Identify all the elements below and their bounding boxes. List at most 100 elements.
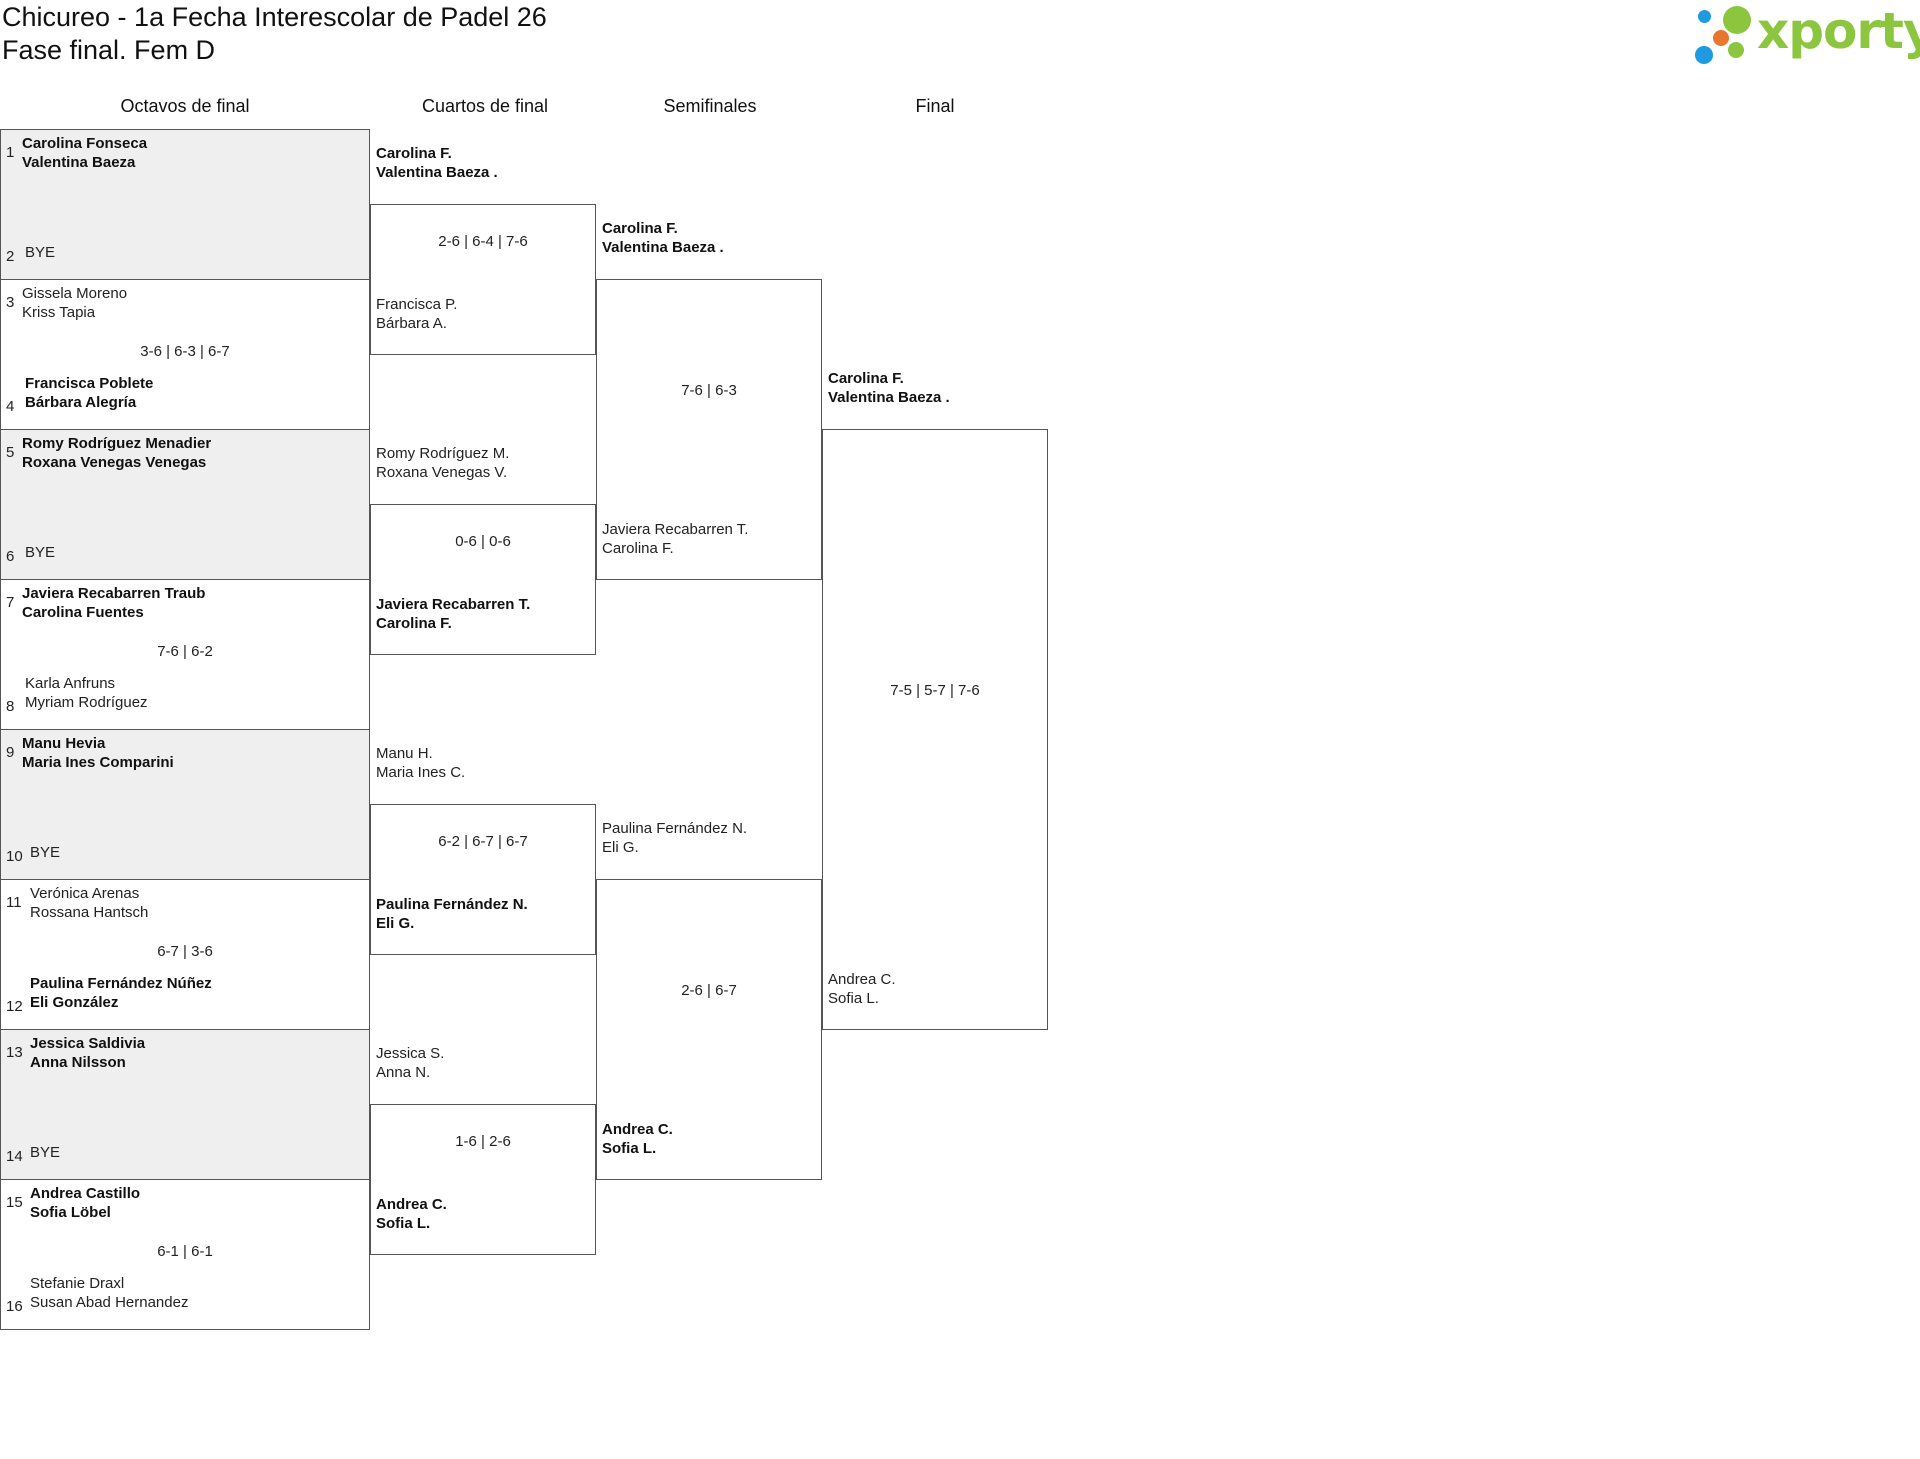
match-score: 0-6 | 0-6 (455, 533, 511, 550)
team-entry: Javiera Recabarren T. (376, 596, 531, 613)
team-entry: Andrea C. (828, 971, 896, 988)
team-entry: Carolina F. (376, 615, 452, 632)
seed-number: 9 (6, 744, 15, 761)
match-box-octavos (0, 429, 370, 580)
team-entry: Romy Rodríguez Menadier (22, 435, 212, 452)
logo-dot-blue (1695, 46, 1713, 64)
match-score: 2-6 | 6-7 (681, 982, 737, 999)
seed-number: 11 (6, 894, 22, 911)
match-score: 3-6 | 6-3 | 6-7 (140, 343, 230, 360)
team-entry: Roxana Venegas Venegas (22, 454, 207, 471)
brand-name: xporty (1757, 2, 1920, 60)
team-entry: Myriam Rodríguez (25, 694, 148, 711)
logo-dot-green (1723, 6, 1751, 34)
team-entry: Eli González (30, 994, 119, 1011)
team-entry: Andrea C. (602, 1121, 673, 1138)
team-entry: Valentina Baeza . (602, 239, 724, 256)
logo-dot-blue-small (1698, 10, 1711, 23)
team-entry: Gissela Moreno (22, 285, 128, 302)
match-box-octavos (0, 1179, 370, 1330)
team-entry: Maria Ines Comparini (22, 754, 174, 771)
team-entry: Carolina F. (602, 540, 674, 557)
team-entry: Verónica Arenas (30, 885, 140, 902)
team-entry: Susan Abad Hernandez (30, 1294, 189, 1311)
match-score: 6-1 | 6-1 (157, 1243, 213, 1260)
page-subtitle: Fase final. Fem D (2, 35, 216, 65)
match-score: 1-6 | 2-6 (455, 1133, 511, 1150)
team-entry: Andrea Castillo (30, 1185, 141, 1202)
team-entry: Sofia L. (602, 1140, 657, 1157)
bye-label: BYE (25, 544, 56, 561)
match-box-octavos (0, 729, 370, 880)
team-entry: Javiera Recabarren T. (602, 521, 749, 538)
seed-number: 8 (6, 698, 15, 715)
seed-number: 13 (6, 1044, 23, 1061)
seed-number: 14 (6, 1148, 23, 1165)
team-entry: Francisca Poblete (25, 375, 154, 392)
seed-number: 10 (6, 848, 23, 865)
round-header-cuartos: Cuartos de final (421, 96, 549, 116)
logo-dot-green-small (1728, 42, 1744, 58)
team-entry: Paulina Fernández Núñez (30, 975, 212, 992)
team-entry: Valentina Baeza (22, 154, 136, 171)
team-entry: Bárbara A. (376, 315, 447, 332)
bye-label: BYE (30, 844, 61, 861)
team-entry: Stefanie Draxl (30, 1275, 125, 1292)
team-entry: Jessica S. (376, 1045, 445, 1062)
round-header-semis: Semifinales (663, 96, 757, 116)
team-entry: Karla Anfruns (25, 675, 116, 692)
bye-label: BYE (25, 244, 56, 261)
team-entry: Paulina Fernández N. (602, 820, 748, 837)
seed-number: 5 (6, 444, 15, 461)
match-score: 7-6 | 6-3 (681, 382, 737, 399)
match-score: 7-5 | 5-7 | 7-6 (890, 682, 980, 699)
team-entry: Paulina Fernández N. (376, 896, 528, 913)
team-entry: Jessica Saldivia (30, 1035, 146, 1052)
team-entry: Carolina F. (376, 145, 452, 162)
match-box-final (822, 429, 1048, 1030)
match-box-cuartos (370, 1104, 596, 1255)
team-entry: Eli G. (602, 839, 639, 856)
seed-number: 6 (6, 548, 15, 565)
team-entry: Anna N. (376, 1064, 431, 1081)
team-entry: Manu H. (376, 745, 433, 762)
seed-number: 1 (6, 144, 15, 161)
seed-number: 3 (6, 294, 15, 311)
team-entry: Anna Nilsson (30, 1054, 126, 1071)
team-entry: Carolina Fonseca (22, 135, 148, 152)
team-entry: Kriss Tapia (22, 304, 96, 321)
match-box-cuartos (370, 804, 596, 955)
seed-number: 4 (6, 398, 15, 415)
team-entry: Francisca P. (376, 296, 458, 313)
team-entry: Rossana Hantsch (30, 904, 149, 921)
round-header-octavos: Octavos de final (120, 96, 250, 116)
team-entry: Romy Rodríguez M. (376, 445, 510, 462)
team-entry: Bárbara Alegría (25, 394, 137, 411)
team-entry: Eli G. (376, 915, 415, 932)
match-score: 6-2 | 6-7 | 6-7 (438, 833, 528, 850)
team-entry: Roxana Venegas V. (376, 464, 508, 481)
bye-label: BYE (30, 1144, 61, 1161)
team-entry: Sofia L. (828, 990, 879, 1007)
seed-number: 15 (6, 1194, 23, 1211)
team-entry: Maria Ines C. (376, 764, 466, 781)
match-box-octavos (0, 129, 370, 280)
match-box-cuartos (370, 204, 596, 355)
team-entry: Carolina F. (602, 220, 678, 237)
team-entry: Valentina Baeza . (376, 164, 498, 181)
match-score: 6-7 | 3-6 (157, 943, 213, 960)
team-entry: Carolina Fuentes (22, 604, 144, 621)
match-box-cuartos (370, 504, 596, 655)
team-entry: Valentina Baeza . (828, 389, 950, 406)
match-box-octavos (0, 1029, 370, 1180)
page-title: Chicureo - 1a Fecha Interescolar de Pade… (2, 2, 547, 32)
seed-number: 12 (6, 998, 23, 1015)
match-score: 2-6 | 6-4 | 7-6 (438, 233, 528, 250)
xporty-logo: xporty (1695, 2, 1920, 68)
seed-number: 2 (6, 248, 15, 265)
seed-number: 7 (6, 594, 15, 611)
team-entry: Sofia L. (376, 1215, 431, 1232)
team-entry: Andrea C. (376, 1196, 447, 1213)
team-entry: Sofia Löbel (30, 1204, 111, 1221)
match-box-semis (596, 879, 822, 1180)
